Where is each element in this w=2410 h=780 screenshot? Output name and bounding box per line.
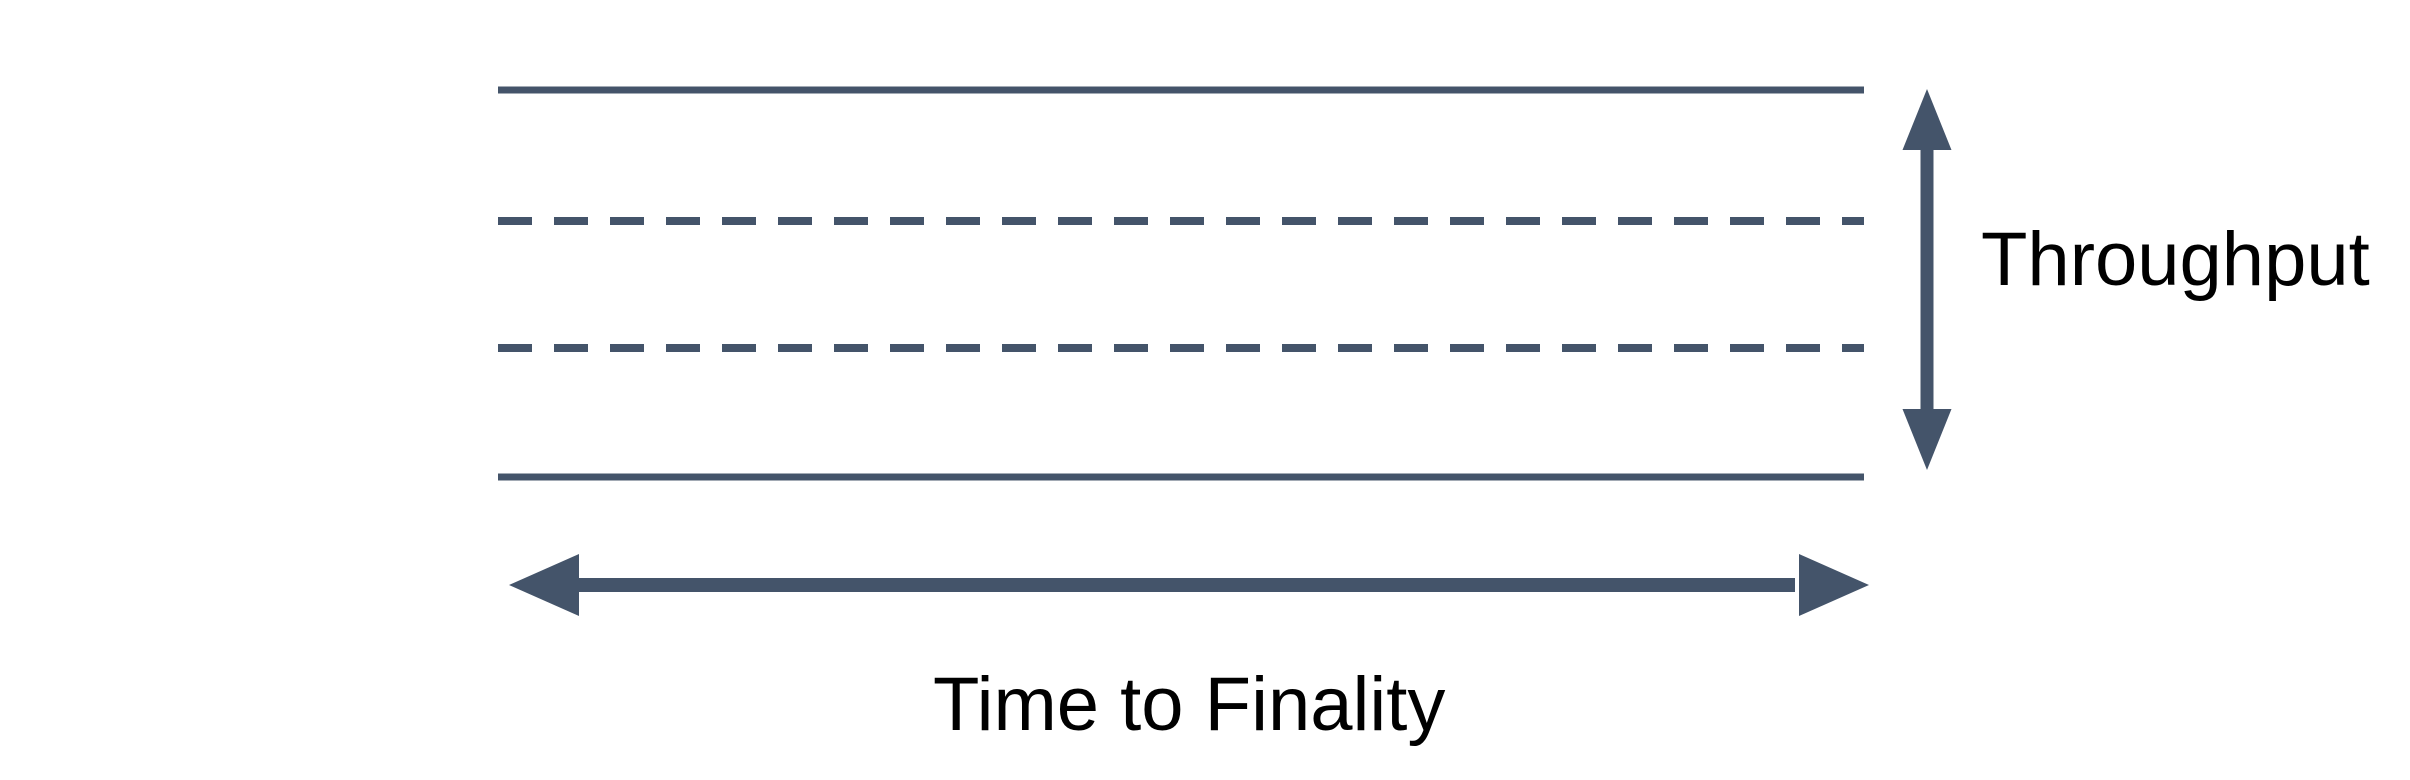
time-to-finality-label: Time to Finality (933, 662, 1446, 747)
throughput-label: Throughput (1981, 217, 2370, 302)
double-headed-vertical-arrow-icon (1902, 89, 1952, 470)
double-headed-horizontal-arrow-icon (509, 554, 1869, 616)
